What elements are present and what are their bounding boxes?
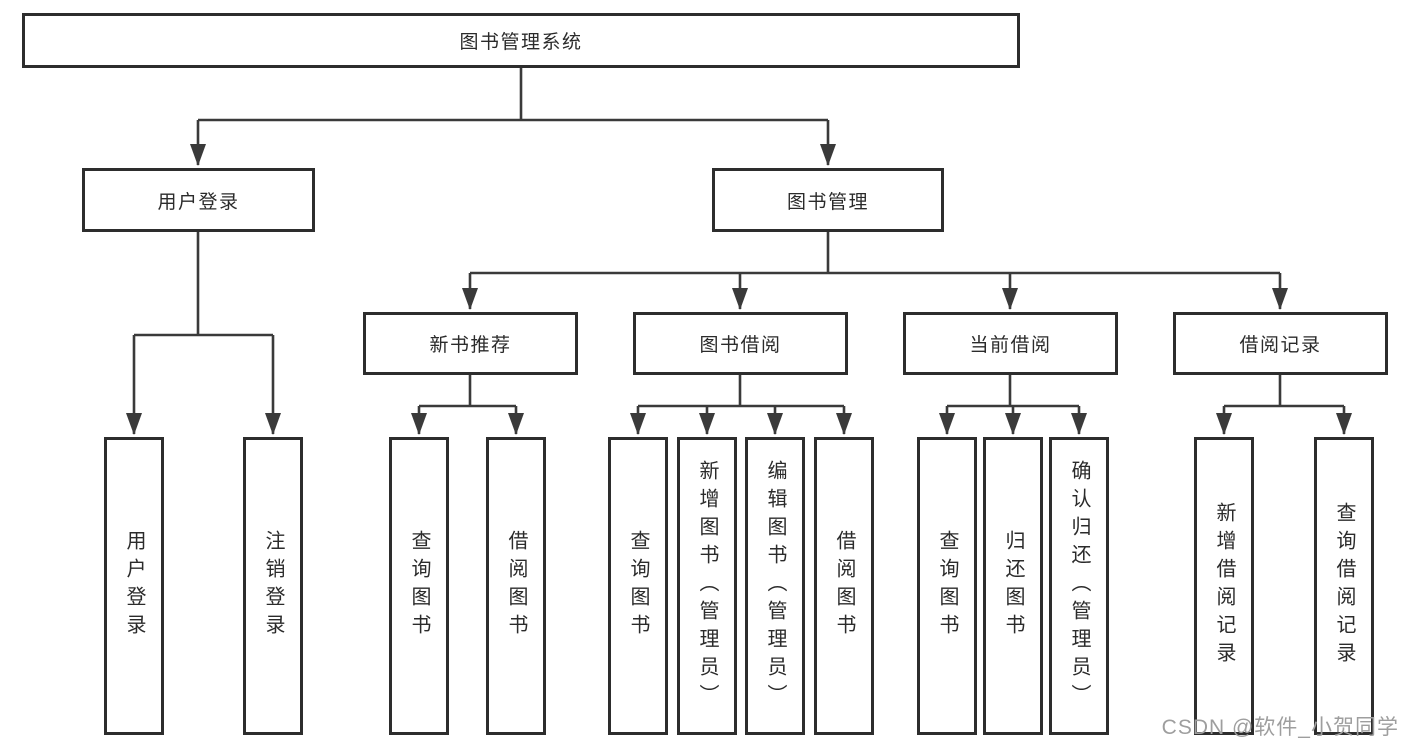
leaf-query-books: 查询图书 xyxy=(608,437,668,735)
leaf-confirm-return-admin: 确认归还（管理员） xyxy=(1049,437,1109,735)
leaf-logout-login: 注销登录 xyxy=(243,437,303,735)
leaf-borrow-books: 借阅图书 xyxy=(814,437,874,735)
node-current-borrowing: 当前借阅 xyxy=(903,312,1118,375)
leaf-query-borrow-record: 查询借阅记录 xyxy=(1314,437,1374,735)
node-library-management-system: 图书管理系统 xyxy=(22,13,1020,68)
leaf-return-books: 归还图书 xyxy=(983,437,1043,735)
leaf-add-borrow-record: 新增借阅记录 xyxy=(1194,437,1254,735)
leaf-query-books: 查询图书 xyxy=(389,437,449,735)
node-user-login: 用户登录 xyxy=(82,168,315,232)
node-book-borrowing: 图书借阅 xyxy=(633,312,848,375)
node-book-management: 图书管理 xyxy=(712,168,944,232)
node-new-book-recommendation: 新书推荐 xyxy=(363,312,578,375)
leaf-add-books-admin: 新增图书（管理员） xyxy=(677,437,737,735)
node-borrowing-records: 借阅记录 xyxy=(1173,312,1388,375)
leaf-edit-books-admin: 编辑图书（管理员） xyxy=(745,437,805,735)
leaf-user-login: 用户登录 xyxy=(104,437,164,735)
csdn-watermark: CSDN @软件_小贺同学 xyxy=(1161,716,1399,739)
leaf-borrow-books: 借阅图书 xyxy=(486,437,546,735)
leaf-query-books: 查询图书 xyxy=(917,437,977,735)
